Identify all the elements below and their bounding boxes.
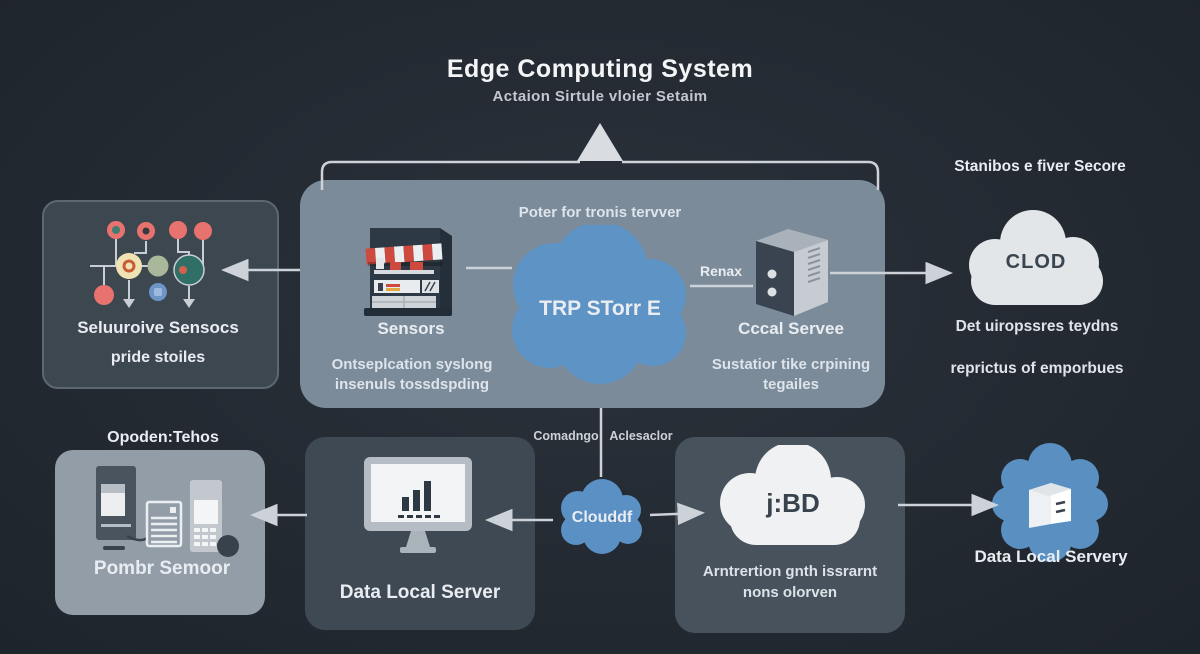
edge-devices-icon: [96, 466, 239, 557]
up-triangle-icon: [577, 123, 623, 161]
sensors-desc-line2: insenuls tossdspding: [334, 376, 490, 393]
document-icon: [145, 500, 183, 548]
mid-cloud-right-label: Aclesaclor: [609, 429, 673, 443]
monitor-chart-icon: [364, 457, 472, 553]
devices-box: [55, 450, 265, 615]
jbd-desc-line2: nons olorven: [742, 584, 838, 601]
cloud-right-header: Stanibos e fiver Secore: [954, 158, 1126, 175]
market-stall-icon: [364, 228, 452, 316]
clod-cloud-icon: [969, 210, 1103, 305]
devices-box-header: Opoden:Tehos: [107, 429, 219, 446]
page-title: Edge Computing System: [446, 55, 754, 83]
central-top-label: Poter for tronis tervver: [518, 204, 682, 221]
monitor-box-label: Data Local Server: [339, 582, 501, 603]
server-desc-line2: tegailes: [763, 376, 819, 393]
server-desc-line1: Sustatior tike crpining: [711, 356, 871, 373]
kiosk-icon: [96, 466, 148, 550]
trp-cloud-icon: [512, 225, 686, 384]
clouddf-label: Clouddf: [571, 509, 633, 526]
sensor-box-label: Seluuroive Sensocs: [77, 318, 239, 337]
sensor-box-sublabel: pride stoiles: [110, 349, 206, 366]
cloud-right-desc2: reprictus of emporbues: [950, 360, 1124, 377]
sensors-label: Sensors: [377, 319, 445, 338]
page-subtitle: Actaion Sirtule vloier Setaim: [492, 88, 708, 105]
clod-cloud-label: CLOD: [1005, 251, 1067, 273]
jbd-cloud-icon: [720, 445, 865, 545]
jbd-desc-line1: Arntrertion gnth issrarnt: [702, 563, 878, 580]
jbd-cloud-label: j:BD: [766, 488, 820, 518]
server-cube-icon: [756, 229, 828, 316]
cloud-right-desc1: Det uiropssres teydns: [955, 318, 1119, 335]
mid-cloud-left-label: Comadngo: [533, 429, 599, 443]
renax-label: Renax: [699, 263, 743, 279]
keypad-terminal-icon: [190, 480, 239, 557]
devices-box-label: Pombr Semoor: [93, 558, 231, 579]
local-server-label: Cccal Servee: [738, 319, 844, 338]
clouddf-cloud-icon: [561, 479, 642, 554]
server-box-icon: [1029, 483, 1071, 528]
server-cloud-icon: [992, 443, 1108, 562]
sensor-network-icon: [90, 221, 212, 308]
sensors-desc-line1: Ontseplcation syslong: [331, 356, 493, 373]
server-cloud-label: Data Local Servery: [974, 547, 1128, 566]
trp-cloud-label: TRP STorr E: [539, 297, 661, 320]
